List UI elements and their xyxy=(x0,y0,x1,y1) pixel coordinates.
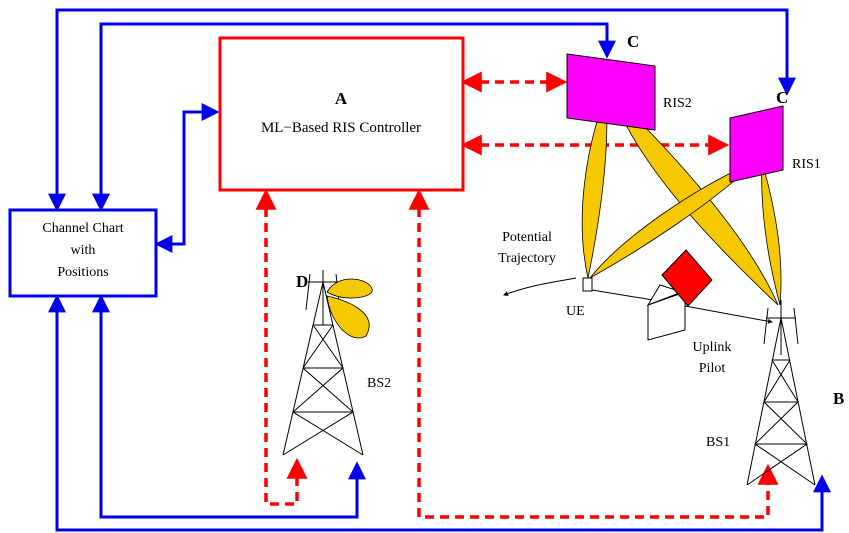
ris1-letter: C xyxy=(776,88,788,107)
ris2-panel: C RIS2 xyxy=(566,32,692,131)
ris-controller: A ML−Based RIS Controller xyxy=(218,36,465,192)
controller-title: ML−Based RIS Controller xyxy=(261,120,421,136)
ris1-label: RIS1 xyxy=(792,157,821,172)
red-links xyxy=(255,71,779,519)
bs2-label: BS2 xyxy=(367,376,391,391)
link-chart-ris2 xyxy=(92,22,616,212)
beam-ris1-bs1 xyxy=(761,161,782,306)
bs2-beam xyxy=(326,278,373,339)
link-controller-bs2 xyxy=(255,188,308,506)
link-chart-bs2 xyxy=(92,294,366,519)
bs1-tower-icon xyxy=(746,300,816,486)
channel-chart-box: Channel Chart with Positions xyxy=(8,208,158,298)
trajectory-line2: Trajectory xyxy=(498,251,556,266)
link-chart-ris1 xyxy=(48,8,796,212)
bs2-tower-icon xyxy=(282,270,364,456)
chart-box-line3: Positions xyxy=(57,265,108,280)
link-chart-bs1 xyxy=(48,294,831,532)
ris1-panel: C RIS1 xyxy=(729,88,821,183)
trajectory-line1: Potential xyxy=(502,230,552,245)
uplink-pilot: Uplink Pilot xyxy=(591,289,773,376)
beams xyxy=(581,93,782,306)
link-chart-controller xyxy=(154,103,220,253)
bs1-label: BS1 xyxy=(706,435,730,450)
house-icon xyxy=(646,249,713,341)
pilot-line2: Pilot xyxy=(699,361,726,376)
controller-letter: A xyxy=(335,89,348,108)
link-controller-bs1 xyxy=(408,188,779,519)
chart-box-line2: with xyxy=(71,243,96,258)
ris2-letter: C xyxy=(627,32,639,51)
bs2-letter: D xyxy=(296,272,308,291)
pilot-line1: Uplink xyxy=(693,340,732,355)
chart-box-line1: Channel Chart xyxy=(42,221,123,236)
bs1-letter: B xyxy=(833,389,844,408)
ue-label: UE xyxy=(566,304,585,319)
trajectory: Potential Trajectory xyxy=(498,230,577,296)
ue: UE xyxy=(566,277,593,319)
ris2-label: RIS2 xyxy=(663,96,692,111)
blue-links xyxy=(48,8,831,532)
